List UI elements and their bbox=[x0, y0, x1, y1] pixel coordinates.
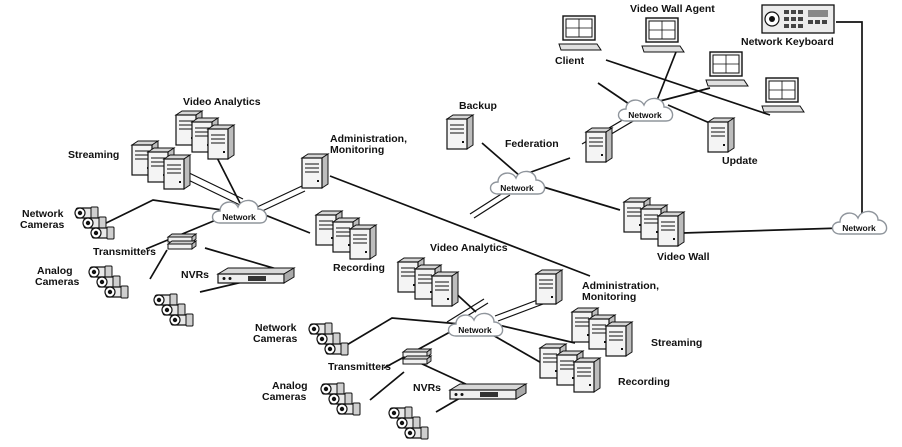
network-label: Network bbox=[500, 183, 534, 193]
nvr-icon bbox=[217, 267, 295, 284]
monitor-icon bbox=[705, 51, 749, 87]
video-wall-agent-monitor-icon bbox=[641, 17, 685, 53]
video-wall-servers bbox=[623, 197, 685, 247]
recording-label-2: Recording bbox=[618, 376, 670, 388]
network-cloud-central: Network bbox=[489, 170, 546, 195]
camera-icon bbox=[169, 313, 194, 327]
recording-label-1: Recording bbox=[333, 262, 385, 274]
network-cloud-top: Network bbox=[617, 97, 674, 122]
update-label: Update bbox=[722, 155, 758, 167]
recording-servers-2 bbox=[539, 343, 601, 393]
server-icon bbox=[349, 224, 377, 260]
camera-icon bbox=[161, 303, 186, 317]
network-cameras-label-2-line1: Network bbox=[255, 322, 297, 334]
camera-icon bbox=[320, 382, 345, 396]
backup-server-icon bbox=[446, 114, 474, 150]
network-cloud-right: Network bbox=[831, 210, 888, 235]
analog-cameras-2 bbox=[320, 382, 361, 416]
camera-icon bbox=[404, 426, 429, 440]
network-cameras-1 bbox=[74, 206, 115, 240]
camera-icon bbox=[82, 216, 107, 230]
network-label: Network bbox=[222, 212, 256, 222]
monitor-icon bbox=[761, 77, 805, 113]
federation-server-icon bbox=[585, 127, 613, 163]
streaming-label-1: Streaming bbox=[68, 149, 119, 161]
admin-server-icon bbox=[301, 153, 329, 189]
camera-icon bbox=[396, 416, 421, 430]
camera-icon bbox=[328, 392, 353, 406]
camera-icon bbox=[336, 402, 361, 416]
nvr-cameras-2 bbox=[388, 406, 429, 440]
transmitter-icon bbox=[402, 355, 432, 365]
nvr-icon bbox=[449, 383, 527, 400]
analog-cameras-label-2-line1: Analog bbox=[272, 380, 308, 392]
streaming-servers-2 bbox=[571, 307, 633, 357]
network-label: Network bbox=[842, 223, 876, 233]
network-label: Network bbox=[458, 325, 492, 335]
analog-cameras-label-1-line2: Cameras bbox=[35, 276, 80, 288]
camera-icon bbox=[104, 285, 129, 299]
nvrs-label-1: NVRs bbox=[181, 269, 209, 281]
backup-label: Backup bbox=[459, 100, 497, 112]
video-wall-agent-label: Video Wall Agent bbox=[630, 3, 715, 15]
analog-cameras-label-1-line1: Analog bbox=[37, 265, 73, 277]
client-monitor-icon bbox=[558, 15, 602, 51]
video-analytics-servers-1 bbox=[175, 110, 235, 160]
video-analytics-label-2: Video Analytics bbox=[430, 242, 508, 254]
keyboard-icon bbox=[761, 4, 835, 34]
camera-icon bbox=[388, 406, 413, 420]
transmitters-1 bbox=[167, 233, 197, 250]
server-icon bbox=[163, 154, 191, 190]
camera-icon bbox=[324, 342, 349, 356]
video-wall-label: Video Wall bbox=[657, 251, 710, 263]
server-icon bbox=[431, 271, 459, 307]
video-analytics-label-1: Video Analytics bbox=[183, 96, 261, 108]
network-keyboard-label: Network Keyboard bbox=[741, 36, 834, 48]
update-server-icon bbox=[707, 117, 735, 153]
federation-label: Federation bbox=[505, 138, 559, 150]
transmitters-2 bbox=[402, 348, 432, 365]
admin-label-2-line2: Monitoring bbox=[582, 291, 636, 303]
network-label: Network bbox=[628, 110, 662, 120]
streaming-label-2: Streaming bbox=[651, 337, 702, 349]
admin-label-2-line1: Administration, bbox=[582, 280, 659, 292]
streaming-servers-1 bbox=[131, 140, 191, 190]
admin-label-1-line2: Monitoring bbox=[330, 144, 384, 156]
camera-icon bbox=[74, 206, 99, 220]
network-cloud-2: Network bbox=[447, 312, 504, 337]
transmitters-label-1: Transmitters bbox=[93, 246, 156, 258]
nvrs-label-2: NVRs bbox=[413, 382, 441, 394]
admin-label-1-line1: Administration, bbox=[330, 133, 407, 145]
camera-icon bbox=[316, 332, 341, 346]
network-cameras-label-2-line2: Cameras bbox=[253, 333, 298, 345]
camera-icon bbox=[96, 275, 121, 289]
camera-icon bbox=[90, 226, 115, 240]
client-label: Client bbox=[555, 55, 585, 67]
server-icon bbox=[207, 124, 235, 160]
transmitters-label-2: Transmitters bbox=[328, 361, 391, 373]
camera-icon bbox=[88, 265, 113, 279]
network-cameras-label-1-line2: Cameras bbox=[20, 219, 65, 231]
recording-servers-1 bbox=[315, 210, 377, 260]
nvr-cameras-1 bbox=[153, 293, 194, 327]
server-icon bbox=[605, 321, 633, 357]
analog-cameras-1 bbox=[88, 265, 129, 299]
analog-cameras-label-2-line2: Cameras bbox=[262, 391, 307, 403]
network-cloud-1: Network bbox=[211, 199, 268, 224]
video-analytics-servers-2 bbox=[397, 257, 459, 307]
transmitter-icon bbox=[167, 240, 197, 250]
server-icon bbox=[573, 357, 601, 393]
camera-icon bbox=[308, 322, 333, 336]
network-cameras-label-1-line1: Network bbox=[22, 208, 64, 220]
server-icon bbox=[657, 211, 685, 247]
network-cameras-2 bbox=[308, 322, 349, 356]
admin-server-icon bbox=[535, 269, 563, 305]
camera-icon bbox=[153, 293, 178, 307]
